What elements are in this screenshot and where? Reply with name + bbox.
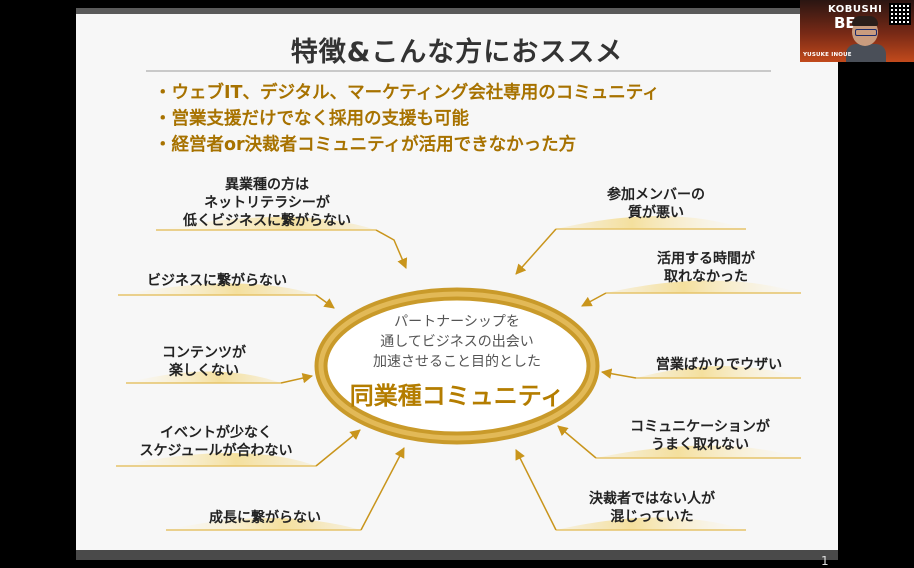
pain-point-label: 決裁者ではない人が 混じっていた: [560, 490, 744, 526]
label-line: ネットリテラシーが: [204, 195, 330, 211]
pain-point-label: コンテンツが 楽しくない: [130, 344, 278, 380]
pain-point-label: コミュニケーションが うまく取れない: [600, 418, 800, 454]
webcam-logo-text: BE: [834, 14, 856, 32]
label-line: 混じっていた: [610, 509, 694, 525]
title-divider: [146, 70, 771, 72]
slide-title: 特徴&こんな方におススメ: [290, 37, 624, 68]
presenter-body: [846, 44, 886, 62]
right-underlines: [556, 216, 801, 531]
pain-point-label: ビジネスに繋がらない: [122, 272, 312, 290]
center-subtext: 加速させること目的とした: [373, 354, 541, 370]
left-underlines: [116, 217, 376, 531]
presentation-slide: 特徴&こんな方におススメ ・ウェブIT、デジタル、マーケティング会社専用のコミュ…: [76, 8, 838, 568]
center-heading: 同業種コミュニティ: [349, 382, 565, 410]
bullet-item: ・ウェブIT、デジタル、マーケティング会社専用のコミュニティ: [154, 83, 660, 103]
center-ring: [314, 287, 600, 445]
label-line: 成長に繋がらない: [209, 510, 321, 526]
label-line: 活用する時間が: [657, 251, 755, 267]
center-subtext: パートナーシップを: [394, 314, 520, 330]
label-line: 異業種の方は: [225, 177, 309, 193]
pain-point-label: 活用する時間が 取れなかった: [616, 250, 796, 286]
bullet-list: ・ウェブIT、デジタル、マーケティング会社専用のコミュニティ ・営業支援だけでな…: [154, 80, 660, 158]
pain-point-label: イベントが少なく スケジュールが合わない: [116, 424, 316, 460]
label-line: 質が悪い: [628, 205, 684, 221]
presenter-hair: [852, 16, 878, 26]
label-line: ビジネスに繋がらない: [147, 273, 287, 289]
label-line: コンテンツが: [162, 345, 246, 361]
presenter-glasses: [855, 29, 877, 36]
label-line: 営業ばかりでウザい: [655, 357, 783, 373]
arrows: [280, 228, 637, 531]
slide-bottom-bar: [76, 550, 838, 560]
label-line: 低くビジネスに繋がらない: [183, 213, 351, 229]
label-line: うまく取れない: [651, 437, 749, 453]
presenter-name: YUSUKE INOUE: [803, 52, 852, 58]
label-line: 取れなかった: [664, 269, 748, 285]
label-line: 参加メンバーの: [607, 187, 705, 203]
bullet-item: ・営業支援だけでなく採用の支援も可能: [154, 109, 469, 129]
center-subtext: 通してビジネスの出会い: [380, 334, 534, 350]
pain-point-label: 成長に繋がらない: [172, 509, 358, 527]
bullet-item: ・経営者or決裁者コミュニティが活用できなかった方: [154, 135, 577, 155]
presenter-webcam: KOBUSHI BE YUSUKE INOUE: [800, 0, 914, 62]
webcam-logo-text: KOBUSHI: [828, 4, 883, 15]
qr-code-icon: [889, 3, 911, 25]
page-number: 1: [821, 554, 829, 568]
diagram-graphics: [116, 216, 801, 531]
label-line: イベントが少なく: [160, 425, 272, 441]
label-line: 楽しくない: [169, 363, 239, 379]
label-line: 決裁者ではない人が: [589, 491, 715, 507]
label-line: スケジュールが合わない: [139, 443, 293, 459]
pain-point-label: 参加メンバーの 質が悪い: [568, 186, 744, 222]
slide-top-bar: [76, 8, 838, 14]
pain-point-label: 異業種の方は ネットリテラシーが 低くビジネスに繋がらない: [162, 176, 372, 230]
label-line: コミュニケーションが: [630, 419, 770, 435]
pain-point-label: 営業ばかりでウザい: [636, 356, 802, 374]
